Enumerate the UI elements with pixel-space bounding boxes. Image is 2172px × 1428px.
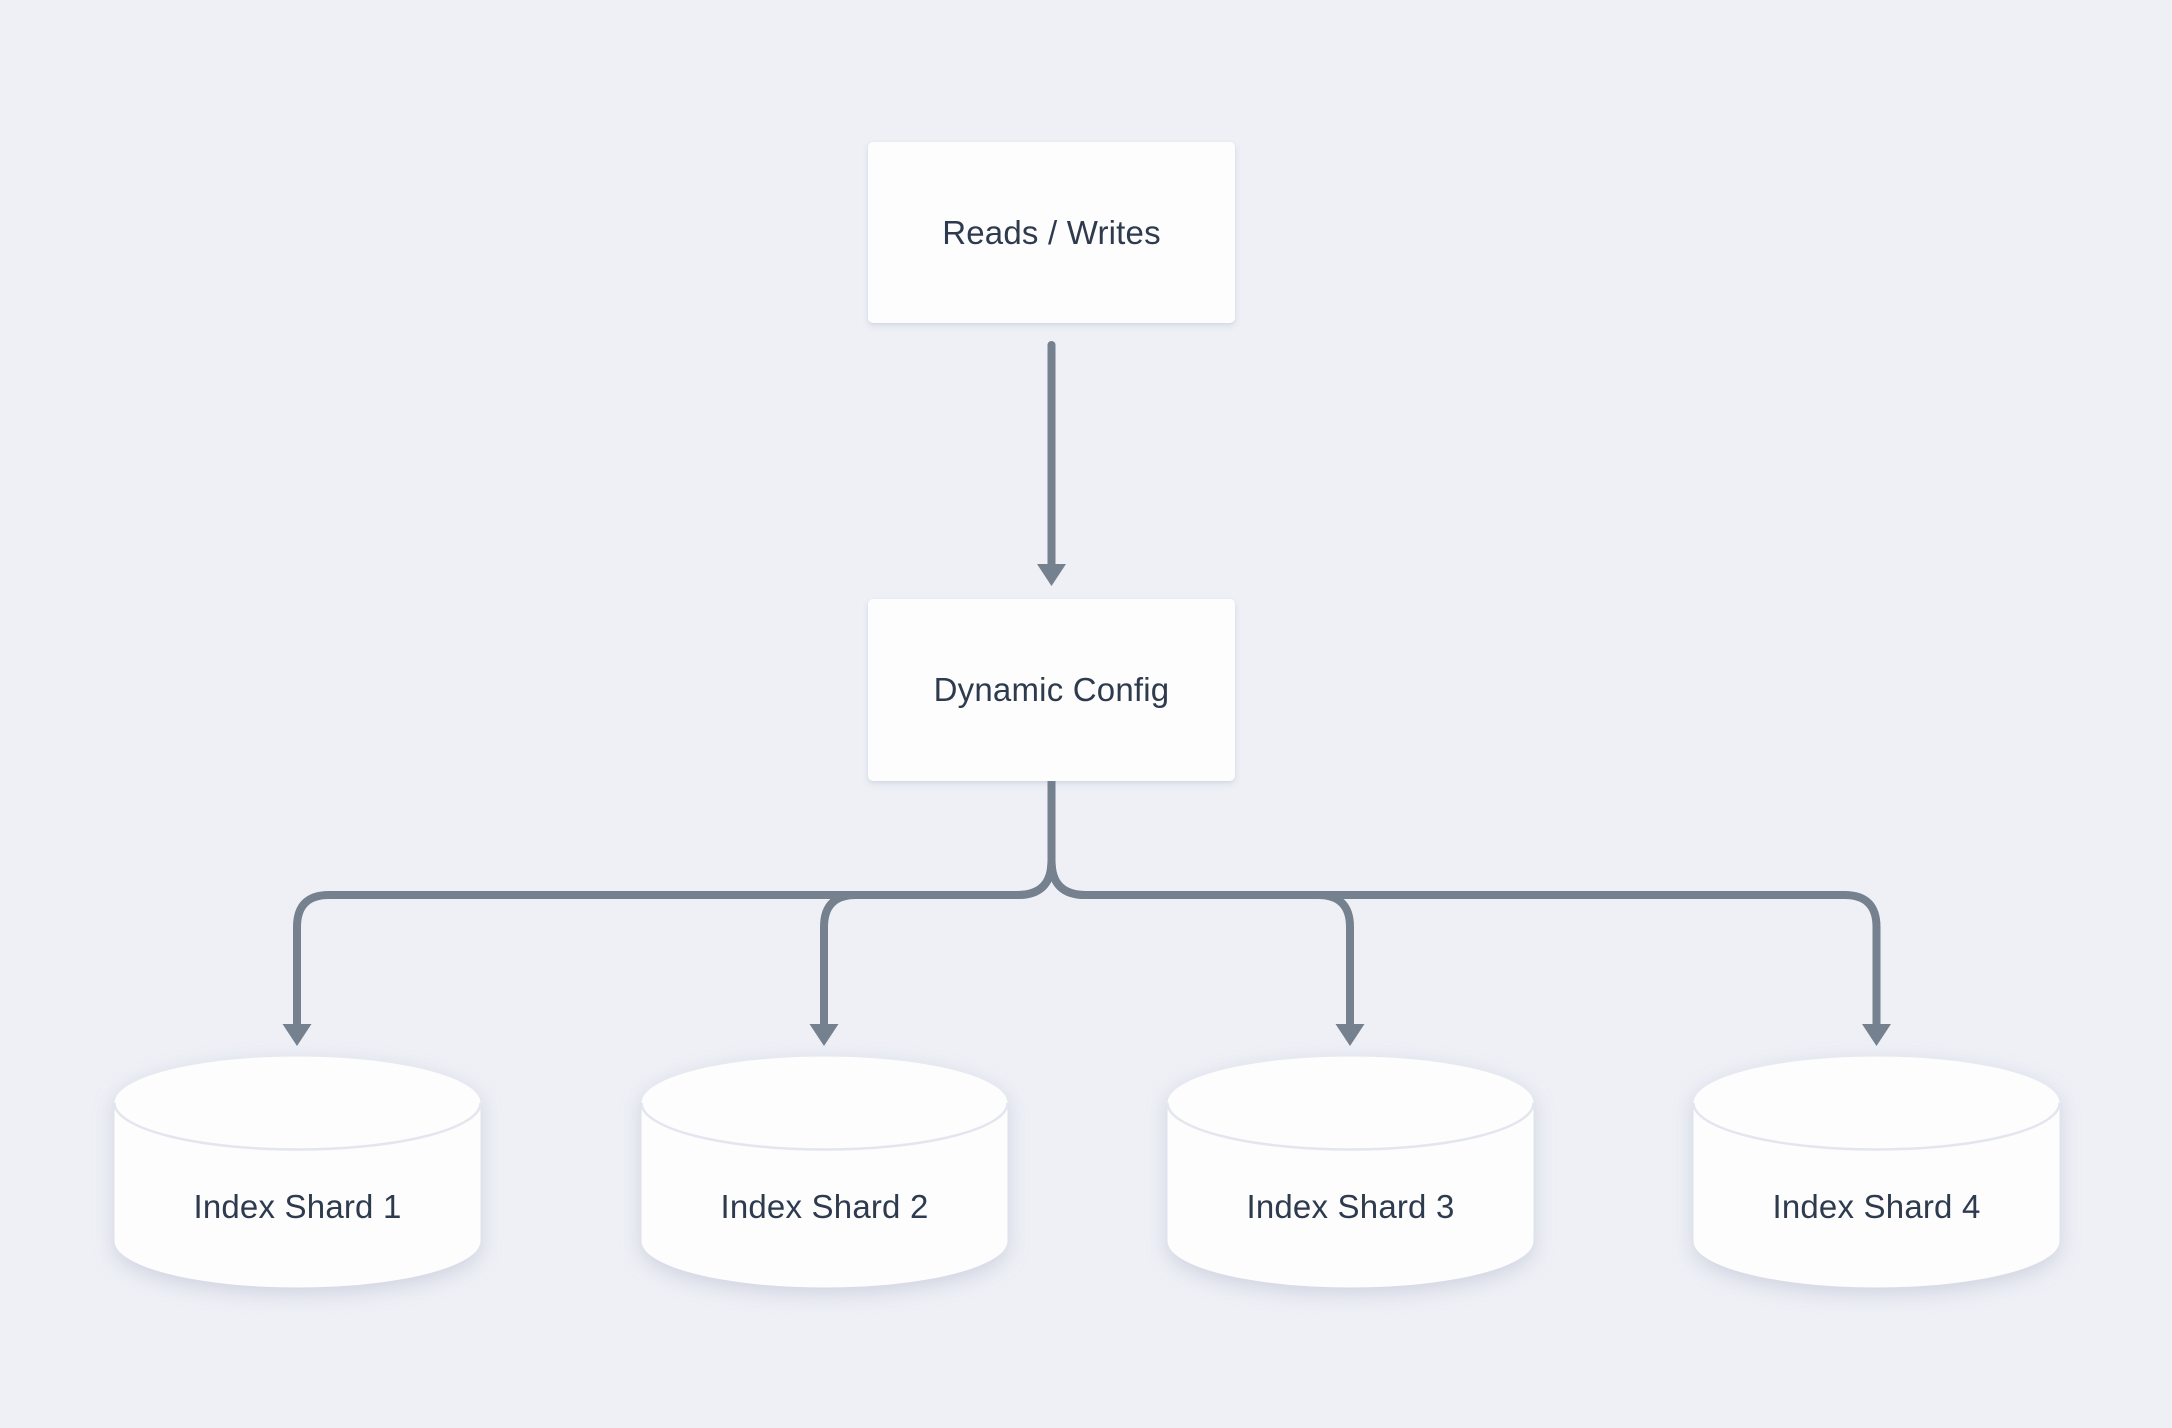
branch-shard-3 bbox=[1047, 777, 1354, 1029]
arrowhead-config bbox=[1037, 564, 1066, 586]
database-cylinder-icon bbox=[1693, 1056, 2060, 1288]
node-dynamic-config: Dynamic Config bbox=[868, 599, 1235, 781]
database-cylinder-icon bbox=[641, 1056, 1008, 1288]
arrowhead-shard-4 bbox=[1862, 1024, 1891, 1046]
node-index-shard-1-label: Index Shard 1 bbox=[193, 1188, 402, 1225]
node-index-shard-2-label: Index Shard 2 bbox=[720, 1188, 929, 1225]
database-cylinder-icon bbox=[114, 1056, 481, 1288]
node-index-shard-4-label: Index Shard 4 bbox=[1772, 1188, 1981, 1225]
arrowhead-shard-1 bbox=[282, 1024, 312, 1046]
node-index-shard-1: Index Shard 1 bbox=[114, 1056, 481, 1288]
branch-shard-4 bbox=[1047, 777, 1881, 1029]
node-index-shard-3-label: Index Shard 3 bbox=[1246, 1188, 1455, 1225]
node-index-shard-4: Index Shard 4 bbox=[1693, 1056, 2060, 1288]
arrowhead-shard-3 bbox=[1335, 1024, 1365, 1046]
database-cylinder-icon bbox=[1167, 1056, 1534, 1288]
node-dynamic-config-label: Dynamic Config bbox=[933, 671, 1170, 708]
node-reads-writes: Reads / Writes bbox=[868, 142, 1235, 323]
arrowhead-shard-2 bbox=[809, 1024, 839, 1046]
node-index-shard-3: Index Shard 3 bbox=[1167, 1056, 1534, 1288]
branch-shard-1 bbox=[293, 777, 1056, 1029]
node-index-shard-2: Index Shard 2 bbox=[641, 1056, 1008, 1288]
branch-shard-2 bbox=[820, 777, 1056, 1029]
node-reads-writes-label: Reads / Writes bbox=[942, 213, 1161, 251]
